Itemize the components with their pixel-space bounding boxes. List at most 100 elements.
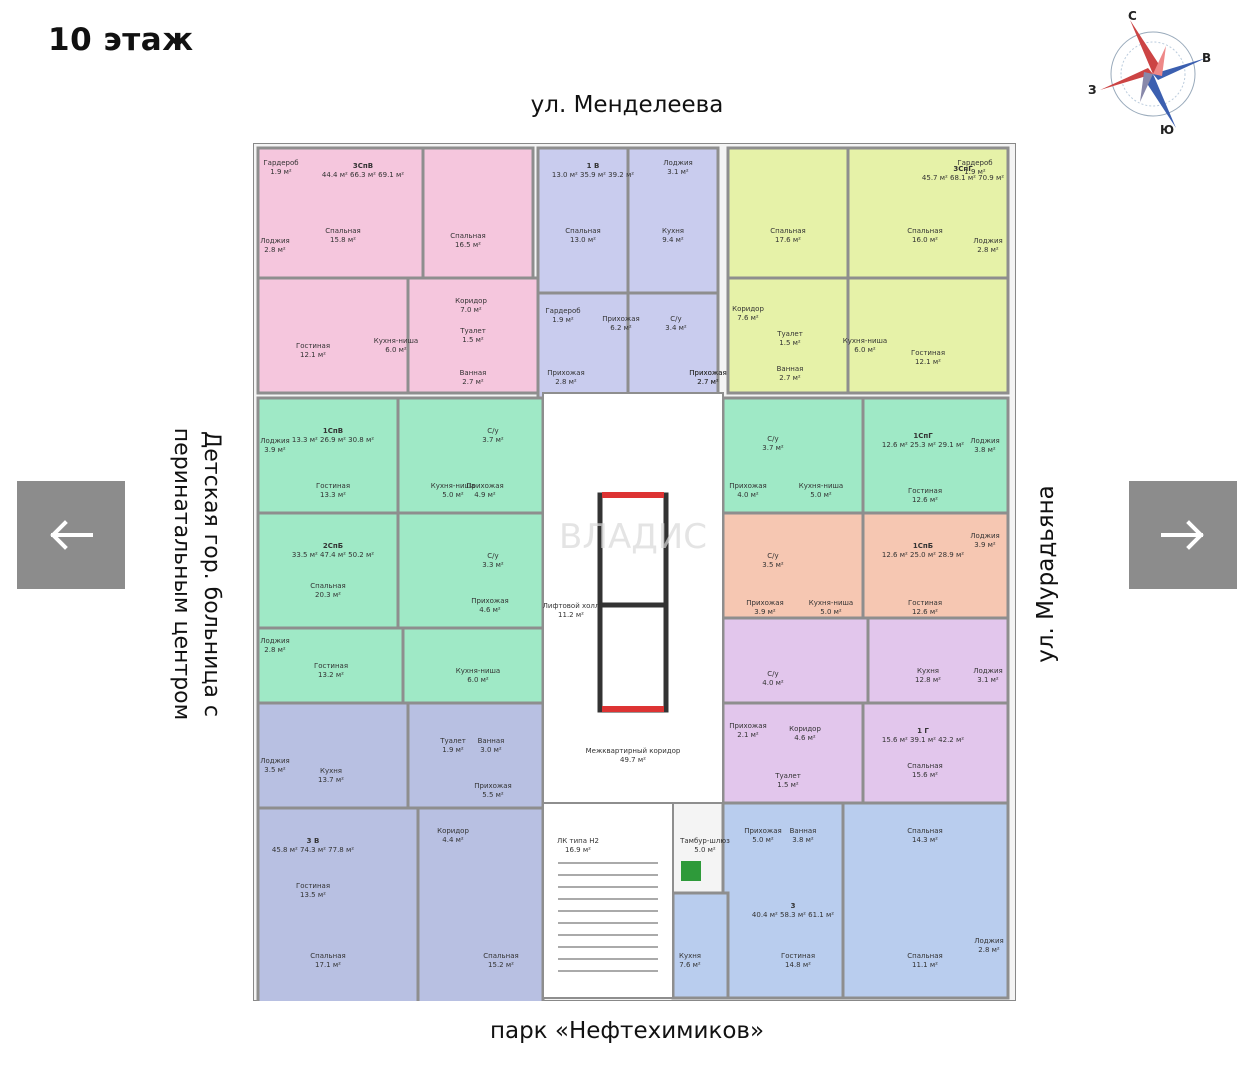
- room-block: [861, 701, 1010, 805]
- street-label-right: ул. Мурадьяна: [1033, 485, 1059, 663]
- arrow-right-icon: [1161, 520, 1204, 550]
- room-block: [406, 701, 545, 810]
- watermark: ВЛАДИС: [559, 517, 707, 557]
- street-label-left: Детская гор. больница с перинатальным це…: [166, 428, 226, 720]
- prev-button[interactable]: [17, 481, 125, 589]
- arrow-left-icon: [50, 520, 93, 550]
- room-block: [626, 291, 720, 400]
- compass-south-label: Ю: [1160, 123, 1174, 136]
- stair-core: [542, 802, 674, 999]
- room-block: [256, 511, 400, 630]
- compass-east-label: В: [1202, 51, 1211, 65]
- street-label-left-line2: перинатальным центром: [169, 427, 194, 721]
- compass-north-label: С: [1128, 9, 1137, 23]
- next-button[interactable]: [1129, 481, 1237, 589]
- room-block: [841, 801, 1010, 1000]
- compass-west-label: З: [1088, 83, 1097, 97]
- compass-rose-icon: С В Ю З: [1088, 9, 1211, 136]
- room-block: [396, 396, 545, 515]
- room-block: [626, 146, 720, 310]
- room-block: [721, 616, 870, 705]
- room-block: [861, 396, 1010, 515]
- elevator-shaft: [597, 492, 669, 713]
- room-block: [726, 276, 850, 395]
- street-label-bottom: парк «Нефтехимиков»: [489, 1018, 765, 1044]
- room-block: [401, 626, 545, 705]
- room-block: [866, 616, 1010, 705]
- room-block: [256, 396, 400, 515]
- street-label-top: ул. Менделеева: [530, 92, 724, 118]
- central-hall: [542, 392, 724, 804]
- accessibility-icon: [681, 861, 701, 881]
- room-block: [256, 276, 410, 395]
- room-block: [726, 146, 850, 280]
